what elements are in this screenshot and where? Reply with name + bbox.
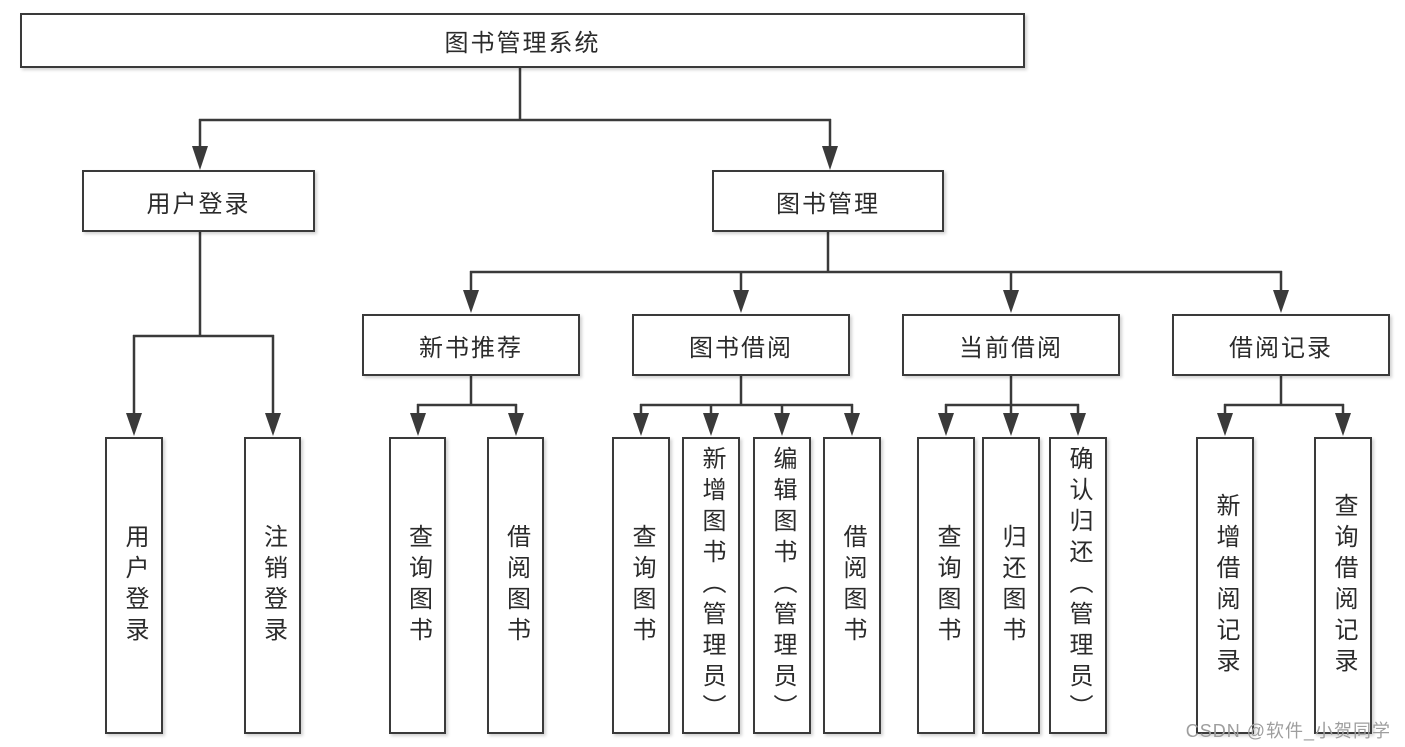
connector-book-borrowing-children	[639, 376, 854, 417]
connector-new-book-children	[416, 376, 518, 417]
node-leaf-logout: 注销登录	[244, 437, 301, 734]
node-leaf-query-books-3: 查询图书	[917, 437, 975, 734]
node-book-borrowing: 图书借阅	[632, 314, 850, 376]
node-leaf-borrow-books-2: 借阅图书	[823, 437, 881, 734]
watermark-text: CSDN @软件_小贺同学	[1185, 721, 1391, 741]
node-borrowing-records: 借阅记录	[1172, 314, 1390, 376]
node-leaf-confirm-return: 确认归还（管理员）	[1049, 437, 1107, 734]
node-system-root: 图书管理系统	[20, 13, 1025, 68]
connector-user-login-children	[132, 232, 275, 417]
node-leaf-user-login: 用户登录	[105, 437, 163, 734]
connector-current-borrowing-children	[944, 376, 1080, 417]
node-leaf-add-books-admin: 新增图书（管理员）	[682, 437, 740, 734]
connector-book-management-children	[469, 232, 1283, 294]
node-leaf-query-borrow-rec: 查询借阅记录	[1314, 437, 1372, 734]
node-leaf-query-books-1: 查询图书	[389, 437, 446, 734]
node-leaf-return-books: 归还图书	[982, 437, 1040, 734]
node-current-borrowing: 当前借阅	[902, 314, 1120, 376]
node-user-login: 用户登录	[82, 170, 315, 232]
node-leaf-query-books-2: 查询图书	[612, 437, 670, 734]
node-leaf-edit-books-admin: 编辑图书（管理员）	[753, 437, 811, 734]
connector-borrowing-records-children	[1223, 376, 1345, 417]
node-new-book-recommend: 新书推荐	[362, 314, 580, 376]
connector-root-to-level2	[198, 68, 832, 150]
node-leaf-add-borrow-rec: 新增借阅记录	[1196, 437, 1254, 734]
arrowheads	[126, 146, 1351, 436]
node-book-management: 图书管理	[712, 170, 944, 232]
node-leaf-borrow-books-1: 借阅图书	[487, 437, 544, 734]
